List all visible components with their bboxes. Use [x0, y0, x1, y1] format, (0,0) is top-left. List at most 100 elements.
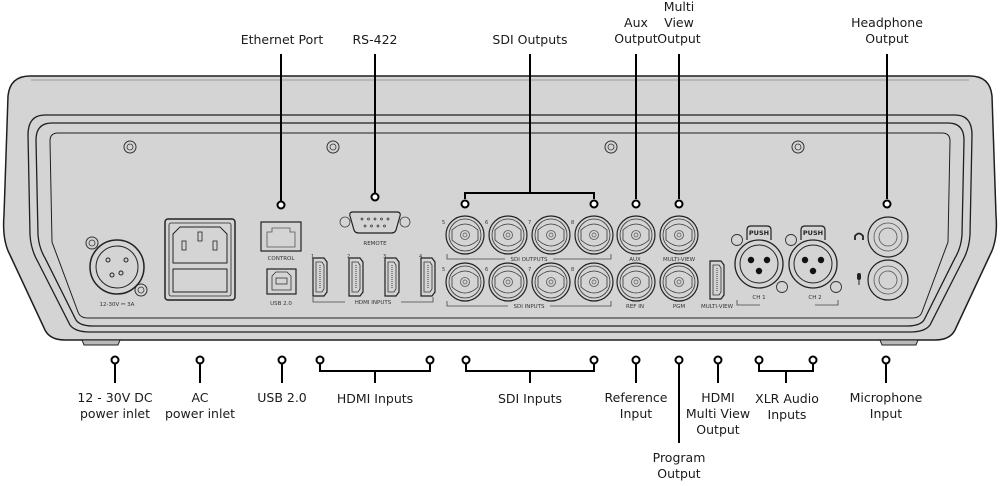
screw-inner — [126, 143, 134, 151]
sdi-input-6 — [488, 262, 528, 302]
xlr-screw — [776, 281, 788, 293]
push-label: PUSH — [749, 229, 769, 237]
usb-panel-label: USB 2.0 — [270, 301, 292, 307]
screw — [791, 140, 805, 154]
program-output-bnc — [659, 262, 699, 302]
xlr-audio-inputs: PUSH PUSH — [731, 225, 842, 293]
multiview-bnc — [659, 215, 699, 255]
hdmi-multiview-label: MULTI-VIEW — [701, 304, 734, 310]
xlr-pin — [809, 267, 817, 275]
sdi-input-8 — [574, 262, 614, 302]
leader-hdmi-inputs — [319, 363, 431, 383]
callout-ethernet-port: Ethernet Port — [240, 32, 324, 47]
hdmi-multiview-output — [709, 260, 725, 300]
screw-inner — [607, 143, 615, 151]
xlr-pin — [817, 256, 825, 264]
callout-hdmi-inputs: HDMI Inputs — [336, 391, 414, 406]
leader-sdi-outputs — [464, 54, 595, 199]
db9-pin — [370, 224, 373, 228]
push-label: PUSH — [803, 229, 823, 237]
xlr-screw — [830, 281, 842, 293]
db9-pin — [383, 224, 386, 228]
xlr-input-ch1: PUSH — [731, 225, 788, 293]
ch1-label: CH 1 — [752, 295, 765, 301]
callout-multiview-output: Multi View Output — [657, 0, 701, 46]
sdi-output-8 — [574, 215, 614, 255]
sdi-inputs-label: SDI INPUTS — [513, 304, 545, 310]
pgm-bnc — [659, 262, 699, 302]
sdi-output-7 — [531, 215, 571, 255]
callout-rs422: RS-422 — [352, 32, 398, 47]
hdmi-input-2 — [348, 257, 364, 297]
callout-sdi-inputs: SDI Inputs — [497, 391, 563, 406]
callout-aux-output: Aux Output — [614, 15, 658, 46]
screw — [326, 140, 340, 154]
microphone-jack — [857, 259, 909, 301]
sdi-input-number: 7 — [528, 267, 531, 273]
xlr-pin — [747, 256, 755, 264]
sdi-outputs-label: SDI OUTPUTS — [510, 257, 548, 263]
xlr-pin — [755, 267, 763, 275]
aux-output-bnc — [616, 215, 656, 255]
screw — [604, 140, 618, 154]
sdi-output-5 — [445, 215, 485, 255]
reference-input-bnc — [616, 262, 656, 302]
aux-bnc — [616, 215, 656, 255]
callout-dc-power: 12 - 30V DC power inlet — [77, 390, 153, 421]
ethernet-port: CONTROL — [260, 221, 302, 262]
xlr-pin — [801, 256, 809, 264]
sdi-output-6 — [488, 215, 528, 255]
sdi-output-number: 8 — [571, 220, 574, 226]
sdi-output-number: 6 — [485, 220, 488, 226]
db9-pin — [376, 224, 380, 228]
multiview-label: MULTI-VIEW — [663, 257, 696, 263]
sdi-input-number: 5 — [442, 267, 445, 273]
leader-sdi-inputs — [465, 363, 595, 383]
push-tab — [746, 225, 772, 240]
db9-pin — [373, 217, 377, 221]
xlr-input-ch2: PUSH — [785, 225, 842, 293]
aux-label: AUX — [629, 257, 641, 263]
rs422-port: REMOTE — [339, 211, 411, 247]
db9-pin — [360, 217, 364, 221]
dc-power-inlet: 12-30V ⎓ 3A — [85, 236, 148, 308]
top-leader-lines — [280, 54, 888, 202]
xlr-screw — [785, 234, 797, 246]
remote-label: REMOTE — [363, 241, 387, 247]
hdmi-input-1 — [312, 257, 328, 297]
pgm-label: PGM — [673, 304, 686, 310]
ch2-label: CH 2 — [808, 295, 821, 301]
top-leader-dots — [276, 192, 892, 210]
ref-in-bnc — [616, 262, 656, 302]
right-foot — [879, 339, 919, 346]
push-tab — [800, 225, 826, 240]
leader-xlr — [758, 363, 814, 383]
hdmi-input-number: 4 — [419, 254, 422, 260]
screw-inner — [794, 143, 802, 151]
callout-microphone-input: Microphone Input — [849, 390, 923, 421]
db9-pin — [380, 217, 383, 221]
control-label: CONTROL — [268, 256, 296, 262]
db9-pin — [363, 224, 367, 228]
db9-pin — [386, 217, 390, 221]
callout-ac-power: AC power inlet — [164, 390, 236, 421]
db9-pin — [367, 217, 370, 221]
sdi-input-7 — [531, 262, 571, 302]
screw-inner — [329, 143, 337, 151]
bottom-leader-lines — [114, 363, 887, 443]
dc-rating-label: 12-30V ⎓ 3A — [100, 302, 135, 308]
callout-sdi-outputs: SDI Outputs — [492, 32, 568, 47]
callout-hdmi-multiview-output: HDMI Multi View Output — [685, 390, 751, 437]
bottom-leader-dots — [110, 355, 891, 365]
xlr-screw — [731, 234, 743, 246]
headphone-jack — [854, 216, 909, 258]
callout-reference-input: Reference Input — [604, 390, 668, 421]
sdi-output-number: 5 — [442, 220, 445, 226]
ac-power-inlet — [164, 218, 236, 301]
callout-headphone-output: Headphone Output — [851, 15, 923, 46]
hdmi-input-number: 2 — [347, 254, 350, 260]
screw — [123, 140, 137, 154]
